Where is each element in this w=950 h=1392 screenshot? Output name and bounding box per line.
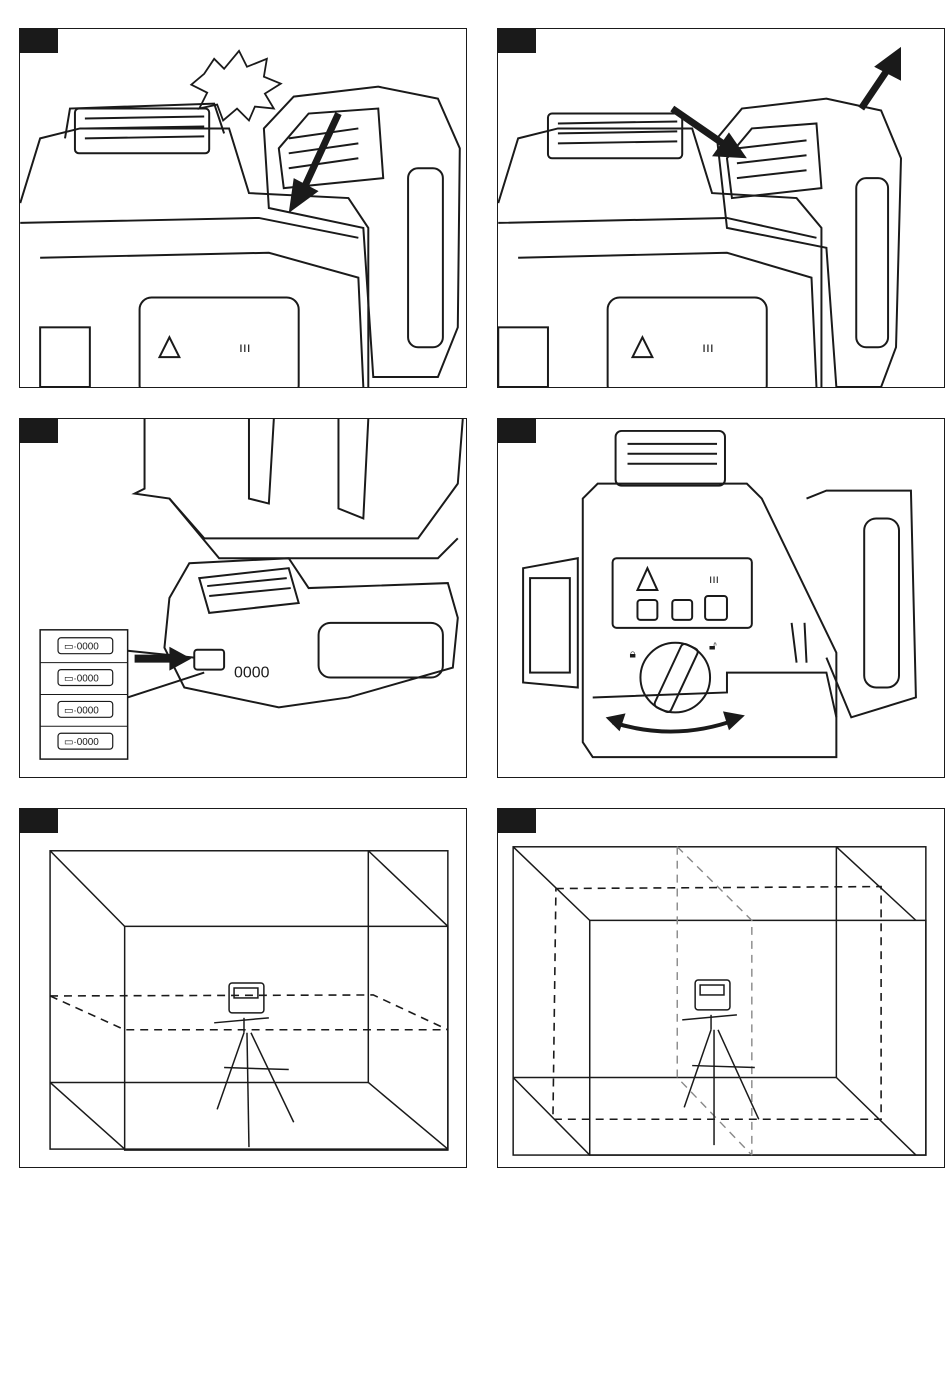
figure-panel-battery-release: ııı (497, 28, 945, 388)
battery-level-illustration: 0000 ▭·0000 ▭·0000 ▭·0000 ▭·0000 (20, 419, 466, 777)
svg-text:🔒︎: 🔒︎ (630, 647, 636, 661)
battery-insert-illustration: ııı (20, 29, 466, 387)
svg-text:ııı: ııı (239, 339, 251, 355)
figure-panel-battery-insert: ııı (19, 28, 467, 388)
figure-panel-lock-knob: ııı 🔒︎ 🔓︎ (497, 418, 945, 778)
laser-on-tripod-icon (682, 980, 759, 1145)
lock-knob-illustration: ııı 🔒︎ 🔓︎ (498, 419, 944, 777)
laser-on-tripod-icon (214, 983, 294, 1147)
battery-release-illustration: ııı (498, 29, 944, 387)
svg-text:ııı: ııı (709, 572, 719, 586)
svg-text:0000: 0000 (234, 665, 270, 682)
svg-text:ııı: ııı (702, 339, 714, 355)
svg-text:🔓︎: 🔓︎ (709, 639, 717, 653)
svg-text:▭·0000: ▭·0000 (64, 674, 99, 685)
figure-panel-battery-level: 0000 ▭·0000 ▭·0000 ▭·0000 ▭·0000 (19, 418, 467, 778)
room-cross-lines-illustration (498, 809, 944, 1167)
check-button-arrow-icon (135, 647, 192, 671)
click-burst-icon (191, 51, 280, 121)
figure-panel-horizontal-line (19, 808, 467, 1168)
svg-text:▭·0000: ▭·0000 (64, 642, 99, 653)
figure-panel-cross-lines (497, 808, 945, 1168)
pull-up-arrow-icon (861, 47, 901, 109)
rotate-arrow-icon (613, 719, 737, 731)
svg-text:▭·0000: ▭·0000 (64, 705, 99, 716)
svg-text:▭·0000: ▭·0000 (64, 737, 99, 748)
room-horizontal-line-illustration (20, 809, 466, 1167)
